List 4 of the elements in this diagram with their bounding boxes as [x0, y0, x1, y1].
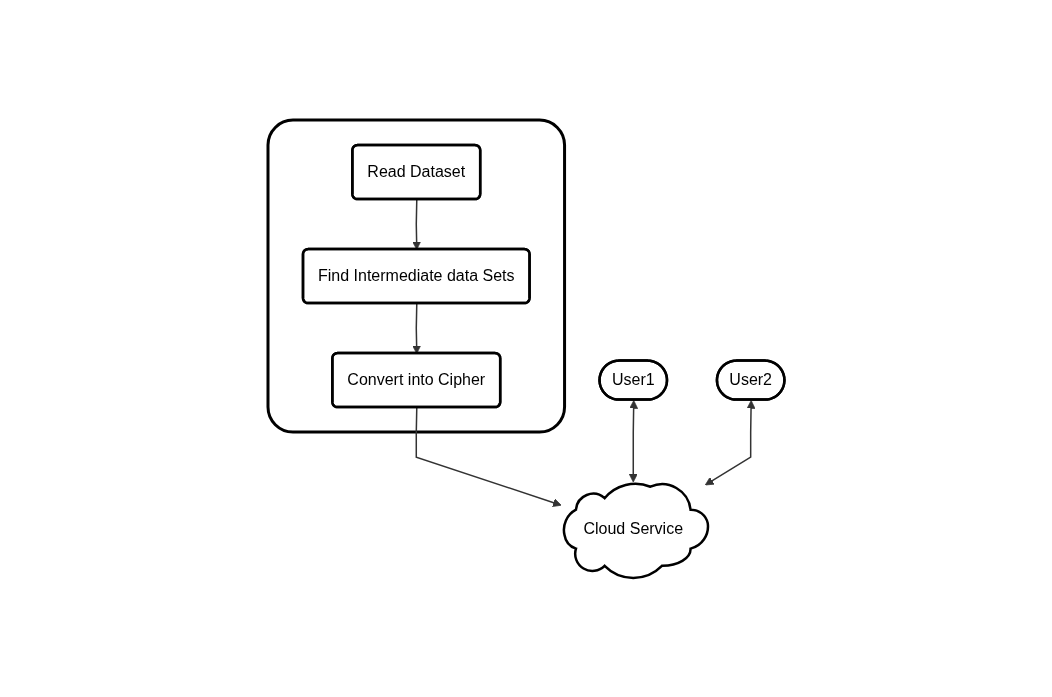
- arrow: [628, 399, 638, 482]
- arrow: [415, 406, 562, 507]
- cluster: [266, 118, 566, 434]
- arrow: [704, 399, 756, 485]
